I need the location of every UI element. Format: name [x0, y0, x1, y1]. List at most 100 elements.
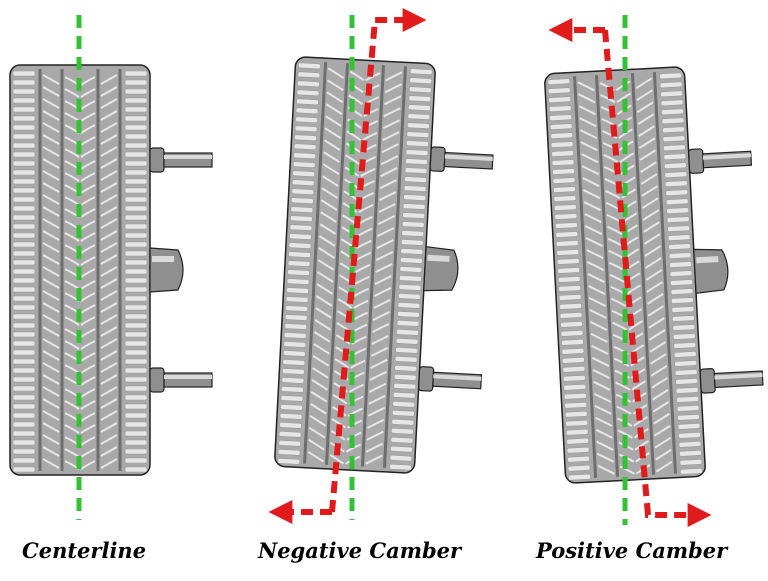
tread-sipe [80, 136, 96, 146]
tread-sipe [367, 418, 385, 429]
sidewall-rib [124, 223, 148, 230]
tread-sipe [584, 225, 603, 236]
sidewall-rib [558, 294, 582, 301]
sidewall-rib [403, 185, 427, 192]
tread-sipe [80, 364, 96, 374]
tread-sipe [310, 391, 328, 403]
tread-sipe [628, 320, 643, 331]
tread-sipe [380, 155, 399, 166]
sidewall-rib [124, 457, 148, 464]
tread-sipe [348, 94, 364, 105]
sidewall-rib [124, 448, 148, 455]
sidewall-rib [552, 168, 575, 175]
tread-sipe [597, 464, 615, 475]
sidewall-rib [283, 332, 307, 339]
sidewall-rib [12, 151, 36, 158]
tread-sipe [313, 331, 331, 343]
tread-sipe [382, 131, 400, 142]
sidewall-rib [675, 378, 698, 385]
tread-sipe [80, 424, 96, 434]
sidewall-rib [389, 463, 412, 471]
tread-sipe [100, 350, 118, 361]
tread-sipe [608, 249, 624, 259]
tread-sipe [100, 446, 118, 457]
sidewall-rib [124, 250, 148, 257]
sidewall-rib [12, 277, 36, 284]
tread-sipe [80, 184, 96, 194]
tread-sipe [579, 129, 598, 140]
sidewall-rib [124, 385, 148, 392]
tread-sipe [579, 117, 597, 128]
sidewall-rib [406, 131, 430, 138]
sidewall-rib [674, 369, 698, 376]
tread-sipe [586, 249, 604, 260]
sidewall-rib [296, 98, 319, 106]
sidewall-rib [292, 170, 316, 177]
tread-sipe [640, 161, 657, 173]
sidewall-rib [12, 250, 36, 257]
sidewall-rib [124, 340, 148, 347]
tread-sipe [591, 344, 609, 355]
sidewall-rib [394, 365, 417, 372]
sidewall-rib [670, 279, 693, 286]
sidewall-rib [292, 161, 316, 168]
tread-sipe [80, 196, 96, 206]
tread-sipe [80, 256, 96, 266]
tread-sipe [80, 268, 96, 278]
tread-sipe [367, 406, 386, 417]
sidewall-rib [124, 421, 148, 428]
sidewall-rib [288, 242, 312, 249]
tread-sipe [380, 167, 398, 178]
stud-base [699, 368, 716, 394]
sidewall-rib [12, 358, 36, 365]
sidewall-rib [662, 126, 685, 134]
sidewall-rib [12, 214, 36, 221]
sidewall-rib [293, 143, 317, 150]
sidewall-rib [124, 142, 148, 149]
tread-sipe [369, 370, 387, 381]
sidewall-rib [291, 188, 315, 195]
sidewall-rib [553, 195, 577, 202]
sidewall-rib [671, 297, 694, 304]
tread-sipe [366, 430, 384, 441]
sidewall-rib [12, 457, 36, 464]
sidewall-rib [401, 221, 425, 228]
tread-sipe [100, 266, 118, 277]
sidewall-rib [12, 232, 36, 239]
tread-sipe [80, 292, 96, 302]
tread-sipe [42, 410, 60, 421]
tread-sipe [319, 223, 337, 235]
sidewall-rib [564, 410, 588, 418]
tread-sipe [42, 218, 60, 229]
tread-sipe [80, 328, 96, 338]
sidewall-rib [559, 303, 582, 310]
sidewall-rib [563, 384, 587, 391]
tread-sipe [577, 81, 595, 92]
sidewall-rib [679, 450, 702, 457]
tread-sipe [619, 465, 635, 475]
tread-sipe [334, 358, 350, 369]
tread-sipe [312, 355, 330, 367]
sidewall-rib [293, 152, 316, 159]
tread-sipe [649, 341, 667, 353]
tread-sipe [100, 362, 118, 373]
sidewall-rib [664, 162, 687, 169]
tread-sipe [100, 326, 118, 337]
sidewall-rib [12, 286, 36, 293]
tread-sipe [346, 130, 362, 141]
sidewall-rib [669, 261, 692, 268]
sidewall-rib [287, 269, 310, 276]
sidewall-rib [391, 409, 415, 417]
tread-sipe [655, 448, 672, 461]
tread-sipe [634, 440, 650, 451]
sidewall-rib [12, 439, 36, 446]
tread-sipe [100, 422, 118, 433]
tread-sipe [80, 340, 96, 350]
sidewall-rib [400, 257, 423, 264]
sidewall-rib [665, 189, 689, 196]
tread-sipe [358, 203, 374, 213]
hub-cap [149, 247, 184, 293]
sidewall-rib [552, 177, 576, 184]
caption-negative-camber: Negative Camber [258, 538, 462, 563]
tread-sipe [318, 235, 336, 247]
